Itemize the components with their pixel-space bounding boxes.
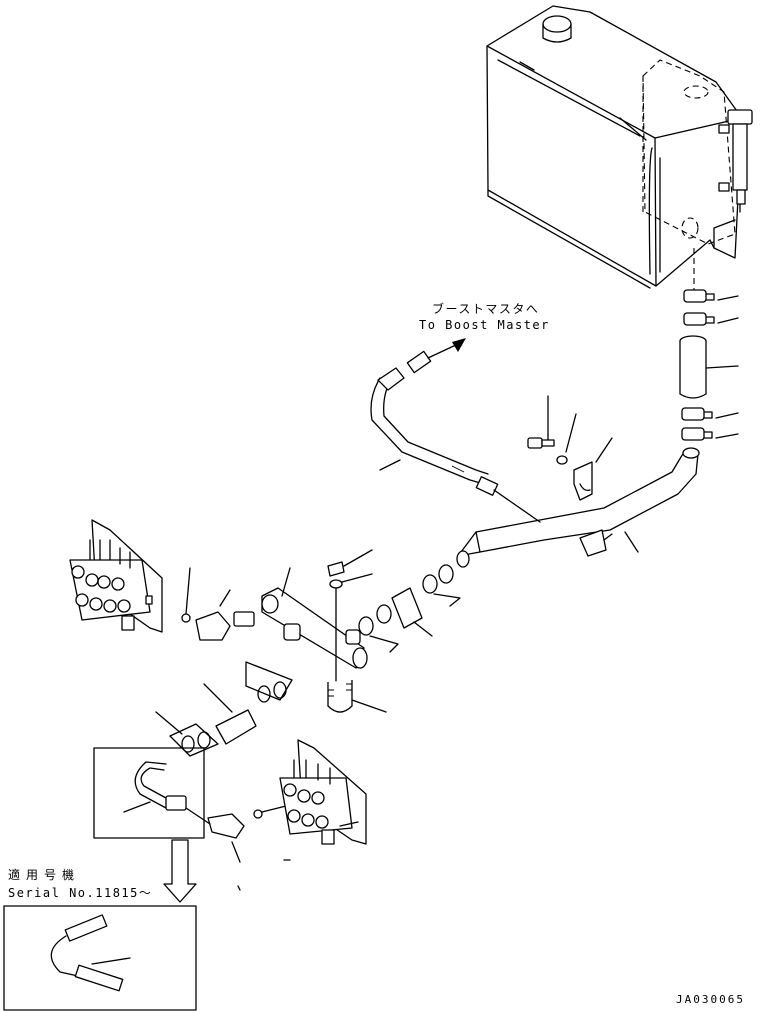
- suction-hose-assembly: [679, 289, 739, 441]
- suction-tube: [456, 447, 700, 568]
- adapter-upper: [233, 611, 255, 627]
- serial-label-en: Serial No.11815～: [8, 886, 153, 900]
- tube-clamp-parts: [527, 395, 613, 501]
- leader-mark: [237, 885, 241, 891]
- elbow-lower: [185, 807, 245, 863]
- control-valve-lower: [279, 739, 367, 861]
- detail-box-new: [3, 905, 197, 1011]
- u-bolt-parts: [327, 549, 387, 713]
- hydraulic-tank: [486, 5, 753, 289]
- o-ring-lower: [253, 809, 263, 819]
- boost-master-label-en: To Boost Master: [419, 318, 550, 332]
- mid-hose-assembly: [358, 564, 461, 653]
- o-ring: [181, 613, 191, 623]
- serial-label-jp: 適用号機: [8, 868, 81, 882]
- boost-master-label-jp: ブーストマスタへ: [432, 302, 540, 316]
- drawing-code: JA030065: [676, 993, 745, 1006]
- control-valve-upper: [69, 519, 163, 633]
- lower-hose-assembly: [155, 661, 293, 757]
- elbow-upper: [195, 589, 231, 641]
- applicability-arrow: [163, 839, 197, 903]
- detail-box-old: [93, 747, 205, 839]
- boost-master-hose: [370, 338, 541, 523]
- manifold-pipe: [261, 567, 368, 669]
